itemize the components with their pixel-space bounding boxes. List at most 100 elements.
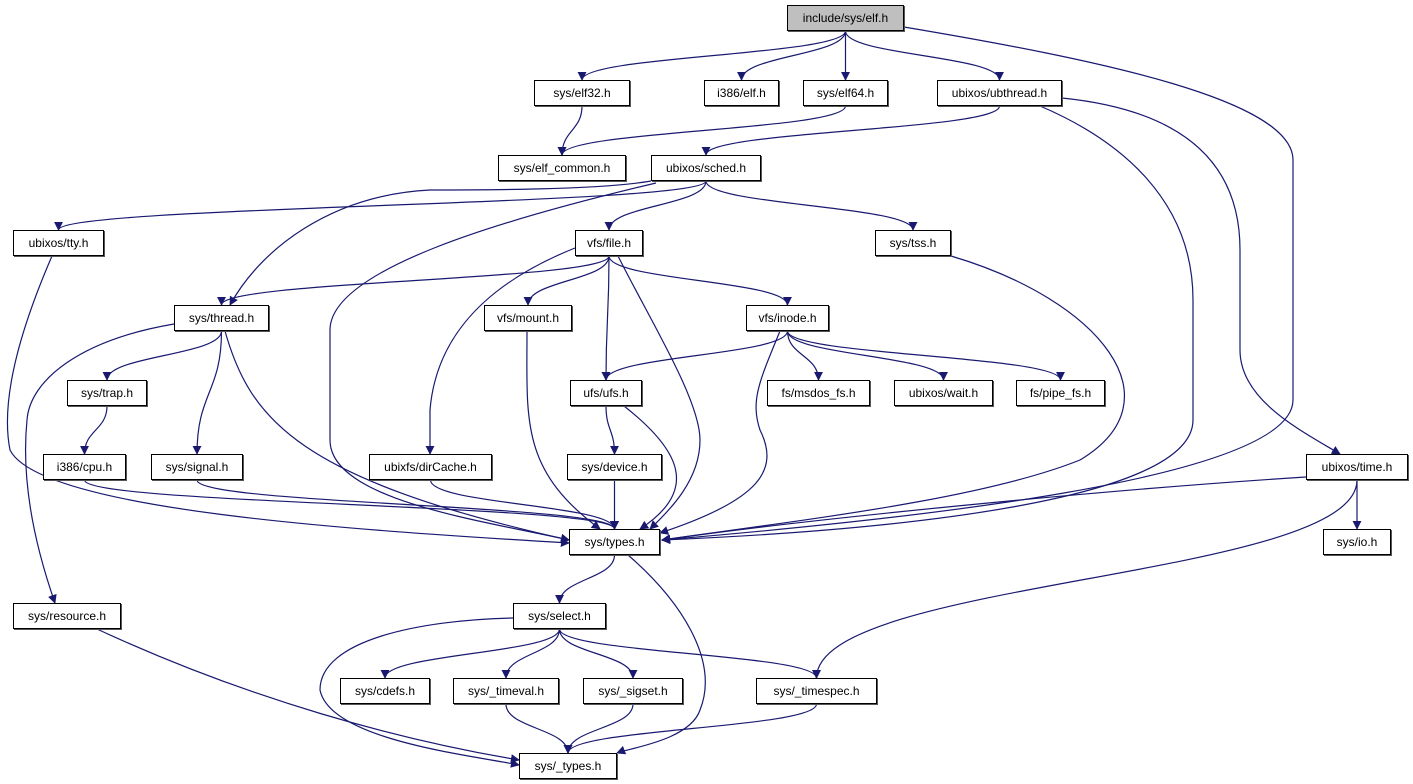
node-label: sys/trap.h	[80, 386, 134, 400]
edge-trap-to-cpu	[80, 405, 108, 455]
graph-node[interactable]: ubixos/time.h	[1306, 454, 1408, 480]
graph-node[interactable]: vfs/file.h	[575, 230, 643, 256]
graph-node[interactable]: ubixfs/dirCache.h	[369, 454, 492, 480]
node-label: sys/_timespec.h	[773, 684, 860, 698]
edge-thread-to-signal	[192, 330, 223, 455]
edge-inode-to-pipe	[786, 330, 1065, 381]
node-label: sys/thread.h	[188, 311, 255, 325]
edge-file-to-ufs	[601, 255, 611, 381]
edge-elf-to-ubthread	[844, 30, 1004, 81]
node-label: ubixos/sched.h	[665, 161, 747, 175]
edge-sched-to-file	[604, 180, 707, 231]
graph-node[interactable]: sys/select.h	[513, 603, 606, 629]
graph-node[interactable]: sys/elf32.h	[534, 80, 630, 106]
graph-node[interactable]: ubixos/ubthread.h	[937, 80, 1062, 106]
graph-node[interactable]: ufs/ufs.h	[570, 380, 642, 406]
edge-inode-to-types	[659, 330, 781, 535]
edge-dircache-to-types	[429, 479, 619, 530]
graph-node[interactable]: sys/_sigset.h	[583, 678, 683, 704]
edge-elf-to-elf32	[577, 30, 847, 81]
edge-inode-to-wait	[786, 330, 948, 381]
graph-node[interactable]: ubixos/sched.h	[651, 155, 761, 181]
graph-node[interactable]: sys/_timespec.h	[756, 678, 877, 704]
graph-node[interactable]: ubixos/tty.h	[13, 230, 104, 256]
edge-elf64-to-elfcommon	[557, 105, 847, 156]
node-label: vfs/file.h	[586, 236, 631, 250]
node-label: i386/cpu.h	[56, 460, 113, 474]
node-label: i386/elf.h	[717, 86, 766, 100]
node-label: fs/pipe_fs.h	[1029, 386, 1092, 400]
graph-node[interactable]: fs/msdos_fs.h	[767, 380, 870, 406]
edge-file-to-dircache	[425, 247, 576, 455]
edge-timeval-to-_types	[505, 703, 573, 754]
graph-node[interactable]: sys/signal.h	[151, 454, 243, 480]
graph-node[interactable]: sys/io.h	[1323, 529, 1391, 555]
edge-elf-to-types	[661, 26, 1294, 544]
edge-types-to-_types	[616, 554, 706, 755]
node-label: sys/types.h	[584, 535, 645, 549]
node-label: sys/tss.h	[889, 236, 937, 250]
node-label: sys/signal.h	[165, 460, 229, 474]
edge-ufs-to-device	[605, 405, 619, 455]
edge-ufs-to-types	[623, 405, 678, 530]
edge-select-to-_types	[319, 617, 520, 768]
edge-sched-to-tty	[54, 180, 707, 231]
edge-inode-to-ufs	[601, 330, 789, 381]
node-label: sys/_timeval.h	[467, 684, 545, 698]
node-label: sys/_sigset.h	[598, 684, 668, 698]
edge-thread-to-types	[224, 330, 570, 543]
edge-inode-to-msdos	[786, 330, 823, 381]
edge-ubthread-to-time	[1061, 97, 1341, 455]
graph-node[interactable]: sys/resource.h	[13, 603, 121, 629]
edge-thread-to-trap	[102, 330, 223, 381]
edge-elf-to-i386elf	[737, 30, 847, 81]
graph-node[interactable]: sys/_timeval.h	[453, 678, 559, 704]
node-label: sys/select.h	[528, 609, 591, 623]
edge-file-to-mount	[523, 255, 610, 306]
graph-node[interactable]: vfs/mount.h	[484, 305, 572, 331]
graph-node[interactable]: sys/tss.h	[875, 230, 951, 256]
node-label: sys/elf_common.h	[513, 161, 611, 175]
graph-node[interactable]: i386/cpu.h	[43, 454, 126, 480]
root-node: include/sys/elf.h	[787, 5, 904, 31]
graph-node[interactable]: fs/pipe_fs.h	[1016, 380, 1105, 406]
edge-thread-to-resource	[24, 323, 175, 604]
node-label: ufs/ufs.h	[583, 386, 629, 400]
graph-node[interactable]: sys/elf64.h	[803, 80, 888, 106]
node-label: sys/elf64.h	[816, 86, 875, 100]
node-label: ubixfs/dirCache.h	[384, 460, 477, 474]
node-label: sys/resource.h	[27, 609, 107, 623]
graph-node[interactable]: sys/types.h	[569, 529, 660, 555]
graph-node[interactable]: sys/cdefs.h	[340, 678, 430, 704]
node-label: sys/_types.h	[534, 759, 602, 773]
edge-file-to-types	[617, 255, 701, 530]
graph-node[interactable]: sys/thread.h	[174, 305, 269, 331]
edge-select-to-timespec	[558, 628, 821, 679]
edge-select-to-cdefs	[380, 628, 561, 679]
graph-node[interactable]: ubixos/wait.h	[894, 380, 993, 406]
edge-ubthread-to-types	[661, 105, 1194, 545]
node-label: fs/msdos_fs.h	[781, 386, 856, 400]
node-label: vfs/mount.h	[496, 311, 560, 325]
node-label: sys/io.h	[1336, 535, 1378, 549]
graph-node[interactable]: sys/_types.h	[519, 753, 617, 779]
edge-sched-to-types	[329, 182, 657, 543]
edge-time-to-types	[661, 476, 1307, 544]
edge-timespec-to-_types	[563, 703, 818, 754]
graph-node[interactable]: i386/elf.h	[704, 80, 779, 106]
edge-types-to-select	[555, 554, 616, 604]
edge-select-to-sigset	[558, 628, 638, 679]
edge-file-to-inode	[608, 255, 792, 306]
node-label: vfs/inode.h	[758, 311, 817, 325]
node-label: ubixos/tty.h	[28, 236, 89, 250]
node-label: sys/elf32.h	[553, 86, 611, 100]
edge-signal-to-types	[196, 479, 619, 530]
graph-node[interactable]: sys/trap.h	[67, 380, 147, 406]
graph-node[interactable]: vfs/inode.h	[746, 305, 829, 331]
graph-node[interactable]: sys/device.h	[567, 454, 662, 480]
graph-node[interactable]: sys/elf_common.h	[498, 155, 626, 181]
node-label: ubixos/wait.h	[908, 386, 979, 400]
edge-resource-to-_types	[96, 628, 520, 764]
edge-cpu-to-types	[83, 479, 619, 530]
